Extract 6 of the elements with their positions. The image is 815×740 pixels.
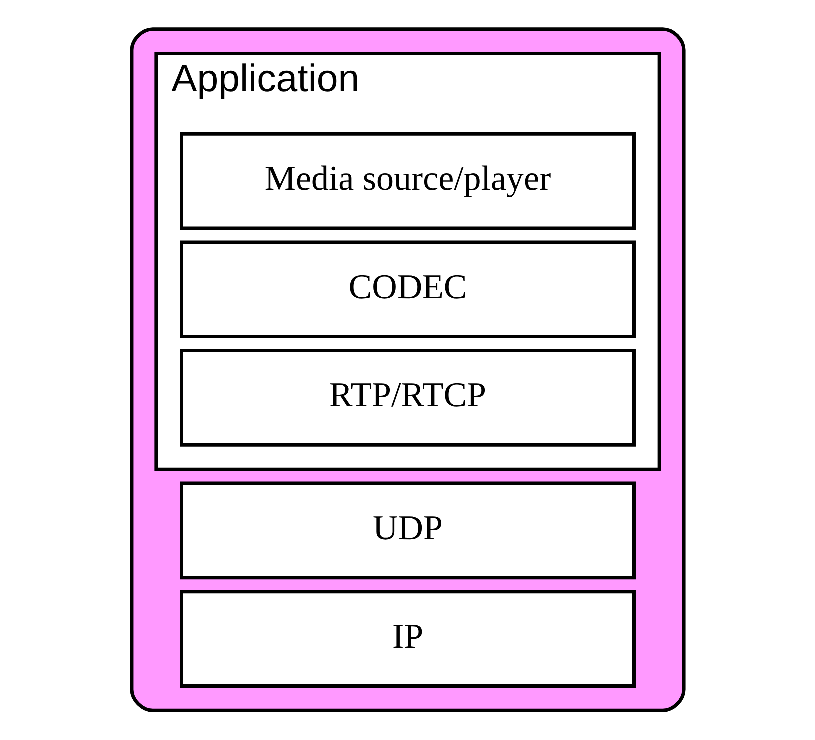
node-box: IP (180, 590, 636, 688)
cluster (130, 28, 686, 712)
node-box: Media source/player (180, 132, 636, 230)
node-box: UDP (180, 482, 636, 580)
node-box: CODEC (180, 240, 636, 339)
node-box: RTP/RTCP (180, 349, 636, 447)
